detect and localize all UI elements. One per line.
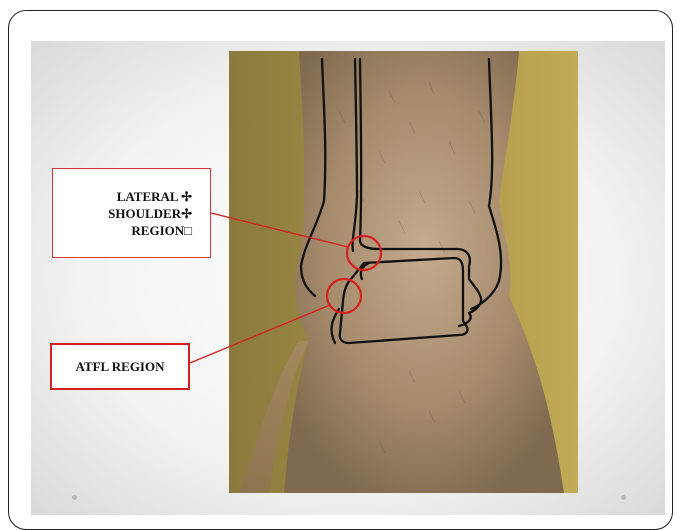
lateral-label-line3: REGION□ [53, 222, 192, 239]
atfl-leader-line [190, 305, 330, 363]
lateral-label-line1: LATERAL ✢ [53, 188, 192, 205]
lateral-label-line2: SHOULDER✢ [53, 205, 192, 222]
atfl-label: ATFL REGION [52, 359, 188, 375]
atfl-label-box: ATFL REGION [50, 343, 190, 390]
lateral-shoulder-label-box: LATERAL ✢ SHOULDER✢ REGION□ [52, 168, 211, 258]
lateral-leader-line [211, 213, 348, 247]
